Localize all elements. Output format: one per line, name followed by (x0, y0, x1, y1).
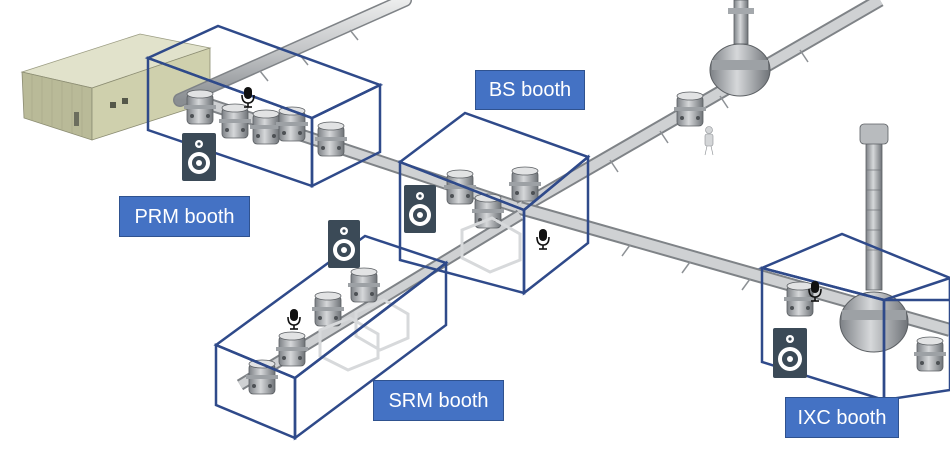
microphone-icon (808, 281, 822, 302)
beam-pipes (173, 0, 950, 391)
vacuum-towers (728, 0, 889, 291)
booth-label-prm: PRM booth (119, 196, 250, 237)
speaker-icon (328, 220, 360, 268)
person-icon (704, 126, 714, 156)
booth-label-bs: BS booth (475, 70, 585, 110)
vacuum-chambers (183, 43, 947, 395)
microphone-icon (241, 87, 255, 108)
booth-srm-box (213, 234, 449, 441)
microphone-icon (287, 309, 301, 330)
booth-bs-box (397, 111, 591, 296)
booth-prm-box (144, 24, 384, 189)
speaker-icon (404, 185, 436, 233)
microphone-icon (536, 229, 550, 250)
booth-label-ixc: IXC booth (785, 397, 899, 438)
speaker-icon (182, 133, 216, 181)
booth-label-srm: SRM booth (373, 380, 504, 421)
building (20, 33, 212, 141)
speaker-icon (773, 328, 807, 378)
support-frames (318, 216, 522, 372)
